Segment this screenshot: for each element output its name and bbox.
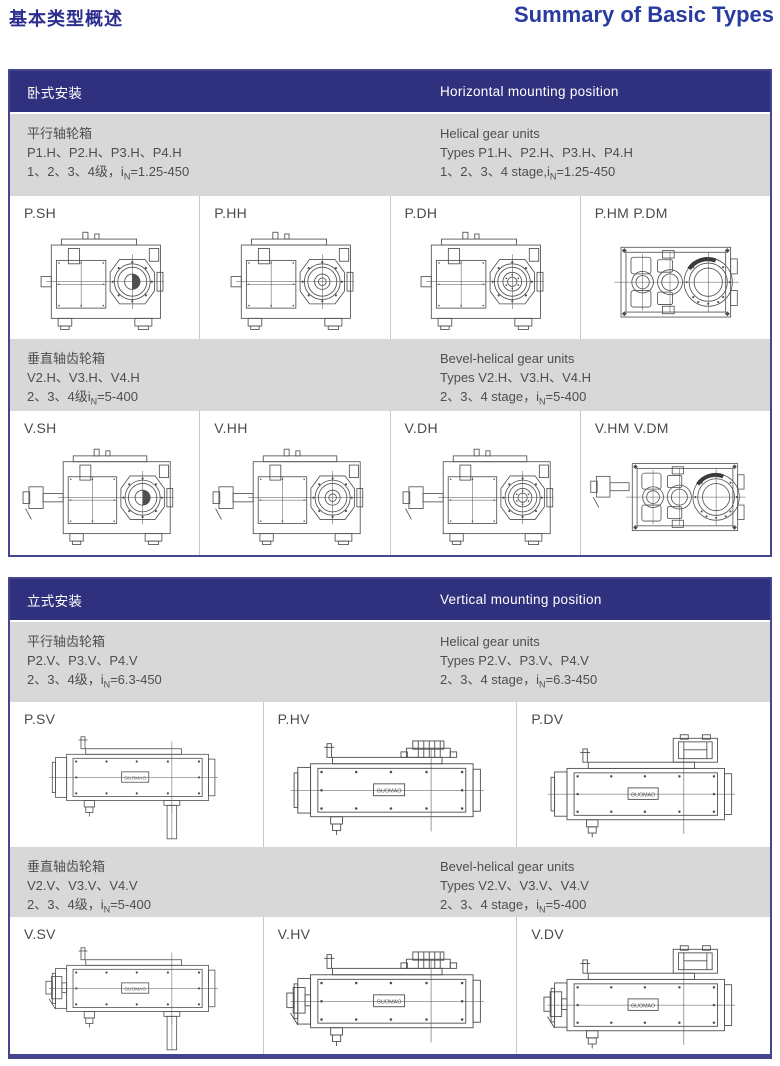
gearbox-drawing-p-hm-dm	[596, 229, 754, 332]
type-label: P.HM P.DM	[594, 205, 668, 221]
cell-p-dv: P.DV	[517, 702, 770, 847]
gearbox-drawing-v-dv	[543, 945, 736, 1049]
info-line: 垂直轴齿轮箱	[27, 351, 106, 366]
info-line: Types V2.V、V3.V、V4.V	[440, 878, 589, 893]
info-line: Types P2.V、P3.V、P4.V	[440, 653, 589, 668]
cell-v-dh: V.DH	[391, 411, 581, 555]
gearbox-drawing-p-sv	[49, 736, 219, 840]
table-header-horizontal: 卧式安装 Horizontal mounting position	[10, 71, 770, 114]
info-line: Helical gear units	[440, 634, 540, 649]
horizontal-mounting-table: 卧式安装 Horizontal mounting position 平行轴轮箱 …	[8, 69, 772, 557]
type-label: P.SV	[24, 711, 56, 727]
type-label: V.SV	[24, 926, 56, 942]
header-label-en: Vertical mounting position	[440, 592, 602, 607]
gearbox-drawing-v-hv	[286, 950, 485, 1046]
gearbox-drawing-p-dv	[546, 734, 736, 838]
gearbox-drawing-v-hm-dm	[590, 461, 749, 533]
section-band-helical-h: 平行轴轮箱 P1.H、P2.H、P3.H、P4.H 1、2、3、4级，iN=1.…	[10, 114, 770, 196]
info-line: 2、3、4级iN=5-400	[27, 389, 138, 407]
section-info-en: Helical gear units Types P1.H、P2.H、P3.H、…	[440, 124, 633, 187]
cell-v-hv: V.HV	[264, 917, 518, 1054]
section-info-cn: 垂直轴齿轮箱 V2.H、V3.H、V4.H 2、3、4级iN=5-400	[27, 349, 140, 412]
header-label-cn: 卧式安装	[27, 85, 83, 101]
section-info-cn: 垂直轴齿轮箱 V2.V、V3.V、V4.V 2、3、4级，iN=5-400	[27, 857, 151, 920]
cell-v-hm-dm: V.HM V.DM	[581, 411, 770, 555]
gearbox-drawing-v-sv	[45, 947, 219, 1051]
info-line: 2、3、4级，iN=6.3-450	[27, 672, 162, 690]
cell-p-sh: P.SH	[10, 196, 201, 339]
info-line: 平行轴轮箱	[27, 126, 93, 141]
info-line: 2、3、4 stage，iN=6.3-450	[440, 672, 598, 690]
section-band-bevel-v: 垂直轴齿轮箱 V2.V、V3.V、V4.V 2、3、4级，iN=5-400 Be…	[10, 847, 770, 917]
drawing-row-vv: V.SV V.HV V.DV	[10, 917, 770, 1054]
type-label: V.DH	[404, 420, 438, 436]
header-label-en: Horizontal mounting position	[440, 84, 619, 99]
info-line: 2、3、4 stage，iN=5-400	[440, 389, 587, 407]
gearbox-drawing-p-hh	[230, 231, 355, 330]
section-info-cn: 平行轴齿轮箱 P2.V、P3.V、P4.V 2、3、4级，iN=6.3-450	[27, 632, 162, 695]
section-info-en: Bevel-helical gear units Types V2.V、V3.V…	[440, 857, 589, 920]
type-label: P.DH	[404, 205, 438, 221]
info-line: 2、3、4级，iN=5-400	[27, 897, 151, 915]
type-label: P.SH	[24, 205, 57, 221]
cell-p-dh: P.DH	[391, 196, 581, 339]
type-label: P.HH	[214, 205, 248, 221]
info-line: 垂直轴齿轮箱	[27, 859, 106, 874]
info-line: P2.V、P3.V、P4.V	[27, 653, 138, 668]
gearbox-drawing-v-sh	[22, 448, 174, 545]
type-label: P.DV	[531, 711, 564, 727]
info-line: 1、2、3、4级，iN=1.25-450	[27, 164, 190, 182]
cell-v-dv: V.DV	[517, 917, 770, 1054]
cell-p-sv: P.SV	[10, 702, 264, 847]
type-label: V.HM V.DM	[594, 420, 669, 436]
type-label: V.HV	[277, 926, 311, 942]
info-line: Bevel-helical gear units	[440, 351, 575, 366]
info-line: 平行轴齿轮箱	[27, 634, 106, 649]
drawing-row-ph: P.SH P.HH P.DH	[10, 196, 770, 339]
cell-p-hv: P.HV	[264, 702, 518, 847]
gearbox-drawing-p-dh	[420, 231, 545, 330]
section-info-cn: 平行轴轮箱 P1.H、P2.H、P3.H、P4.H 1、2、3、4级，iN=1.…	[27, 124, 189, 187]
type-label: V.SH	[24, 420, 57, 436]
info-line: P1.H、P2.H、P3.H、P4.H	[27, 145, 182, 160]
section-band-bevel-h: 垂直轴齿轮箱 V2.H、V3.H、V4.H 2、3、4级iN=5-400 Bev…	[10, 339, 770, 411]
page-title-english: Summary of Basic Types	[513, 2, 774, 27]
cell-v-sv: V.SV	[10, 917, 264, 1054]
info-line: V2.H、V3.H、V4.H	[27, 370, 140, 385]
info-line: Bevel-helical gear units	[440, 859, 575, 874]
section-info-en: Helical gear units Types P2.V、P3.V、P4.V …	[440, 632, 597, 695]
type-label: V.DV	[531, 926, 564, 942]
type-label: V.HH	[214, 420, 248, 436]
info-line: V2.V、V3.V、V4.V	[27, 878, 138, 893]
cell-v-hh: V.HH	[200, 411, 391, 555]
cell-p-hm-dm: P.HM P.DM	[581, 196, 770, 339]
gearbox-drawing-p-sh	[40, 231, 164, 330]
drawing-row-vh: V.SH V.HH V.DH V.HM V.D	[10, 411, 770, 555]
section-band-helical-v: 平行轴齿轮箱 P2.V、P3.V、P4.V 2、3、4级，iN=6.3-450 …	[10, 622, 770, 702]
table-header-vertical: 立式安装 Vertical mounting position	[10, 579, 770, 622]
info-line: Types P1.H、P2.H、P3.H、P4.H	[440, 145, 633, 160]
info-line: Helical gear units	[440, 126, 540, 141]
type-label: P.HV	[277, 711, 310, 727]
section-info-en: Bevel-helical gear units Types V2.H、V3.H…	[440, 349, 591, 412]
info-line: Types V2.H、V3.H、V4.H	[440, 370, 591, 385]
drawing-row-pv: P.SV P.HV P.DV	[10, 702, 770, 847]
gearbox-drawing-v-dh	[402, 448, 555, 545]
gearbox-drawing-v-hh	[212, 448, 364, 545]
vertical-mounting-table: 立式安装 Vertical mounting position 平行轴齿轮箱 P…	[8, 577, 772, 1059]
gearbox-drawing-p-hv	[290, 739, 485, 835]
cell-v-sh: V.SH	[10, 411, 201, 555]
header-label-cn: 立式安装	[27, 593, 83, 609]
page-title-chinese: 基本类型概述	[9, 9, 123, 29]
cell-p-hh: P.HH	[200, 196, 391, 339]
info-line: 1、2、3、4 stage,iN=1.25-450	[440, 164, 616, 182]
info-line: 2、3、4 stage，iN=5-400	[440, 897, 587, 915]
